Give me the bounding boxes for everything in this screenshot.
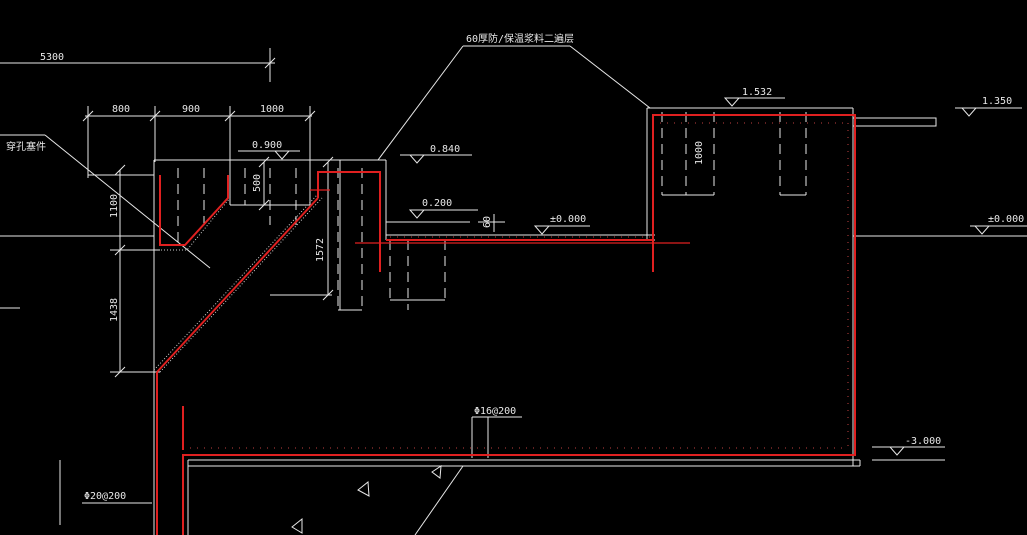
label-rebar-floor: Φ16@200 bbox=[474, 406, 516, 417]
label-elev-1532: 1.532 bbox=[742, 87, 772, 98]
label-elev-pm0-mid: ±0.000 bbox=[550, 214, 586, 225]
elevation-0840 bbox=[400, 154, 472, 164]
label-dim-60: 60 bbox=[482, 216, 493, 228]
label-dim-1438: 1438 bbox=[109, 298, 120, 322]
label-dim-5300: 5300 bbox=[40, 52, 64, 63]
leader-coating-note bbox=[377, 45, 651, 161]
elevation-1350 bbox=[955, 107, 1022, 117]
label-elev-pm0-right: ±0.000 bbox=[988, 214, 1024, 225]
concrete-hatch-marks bbox=[291, 465, 442, 534]
label-dim-800: 800 bbox=[112, 104, 130, 115]
label-dim-500: 500 bbox=[252, 174, 263, 192]
label-dim-900: 900 bbox=[182, 104, 200, 115]
dashed-piles-left bbox=[177, 168, 363, 311]
elevation-0900 bbox=[238, 150, 300, 160]
elevation-m3 bbox=[872, 446, 945, 461]
dimension-500 bbox=[258, 156, 270, 211]
left-structure-outline bbox=[0, 159, 341, 535]
label-dim-1100: 1100 bbox=[109, 194, 120, 218]
dimension-left-vertical bbox=[110, 164, 160, 378]
elevation-0200 bbox=[408, 209, 478, 219]
middle-curb-outline bbox=[340, 159, 655, 241]
elevation-pm0-mid bbox=[533, 225, 590, 235]
dimension-1572 bbox=[270, 156, 334, 301]
elevation-1532 bbox=[723, 97, 785, 107]
dashed-piles-middle bbox=[389, 240, 446, 310]
label-dim-1000-right: 1000 bbox=[694, 141, 705, 165]
dimension-5300 bbox=[0, 48, 276, 82]
right-block-outline bbox=[646, 107, 1027, 466]
label-dim-1572: 1572 bbox=[315, 238, 326, 262]
label-note-left: 穿孔塞件 bbox=[6, 140, 46, 153]
rebar-floor-leader bbox=[471, 416, 522, 458]
label-dim-1000-top: 1000 bbox=[260, 104, 284, 115]
label-note-coating: 60厚防/保温浆料二遍层 bbox=[466, 32, 574, 45]
dashed-piles-right bbox=[661, 112, 807, 196]
dimension-chain-top bbox=[82, 106, 316, 178]
rebar-red-lines bbox=[156, 114, 856, 535]
bottom-slab-outline bbox=[59, 459, 861, 535]
label-elev-0840: 0.840 bbox=[430, 144, 460, 155]
label-rebar-wall: Φ20@200 bbox=[84, 491, 126, 502]
label-elev-0200: 0.200 bbox=[422, 198, 452, 209]
label-elev-m3: -3.000 bbox=[905, 436, 941, 447]
rebar-dotted-distribution bbox=[190, 122, 849, 449]
label-elev-1350: 1.350 bbox=[982, 96, 1012, 107]
dimension-60 bbox=[478, 214, 505, 232]
elevation-pm0-right bbox=[970, 225, 1027, 235]
label-elev-0900: 0.900 bbox=[252, 140, 282, 151]
